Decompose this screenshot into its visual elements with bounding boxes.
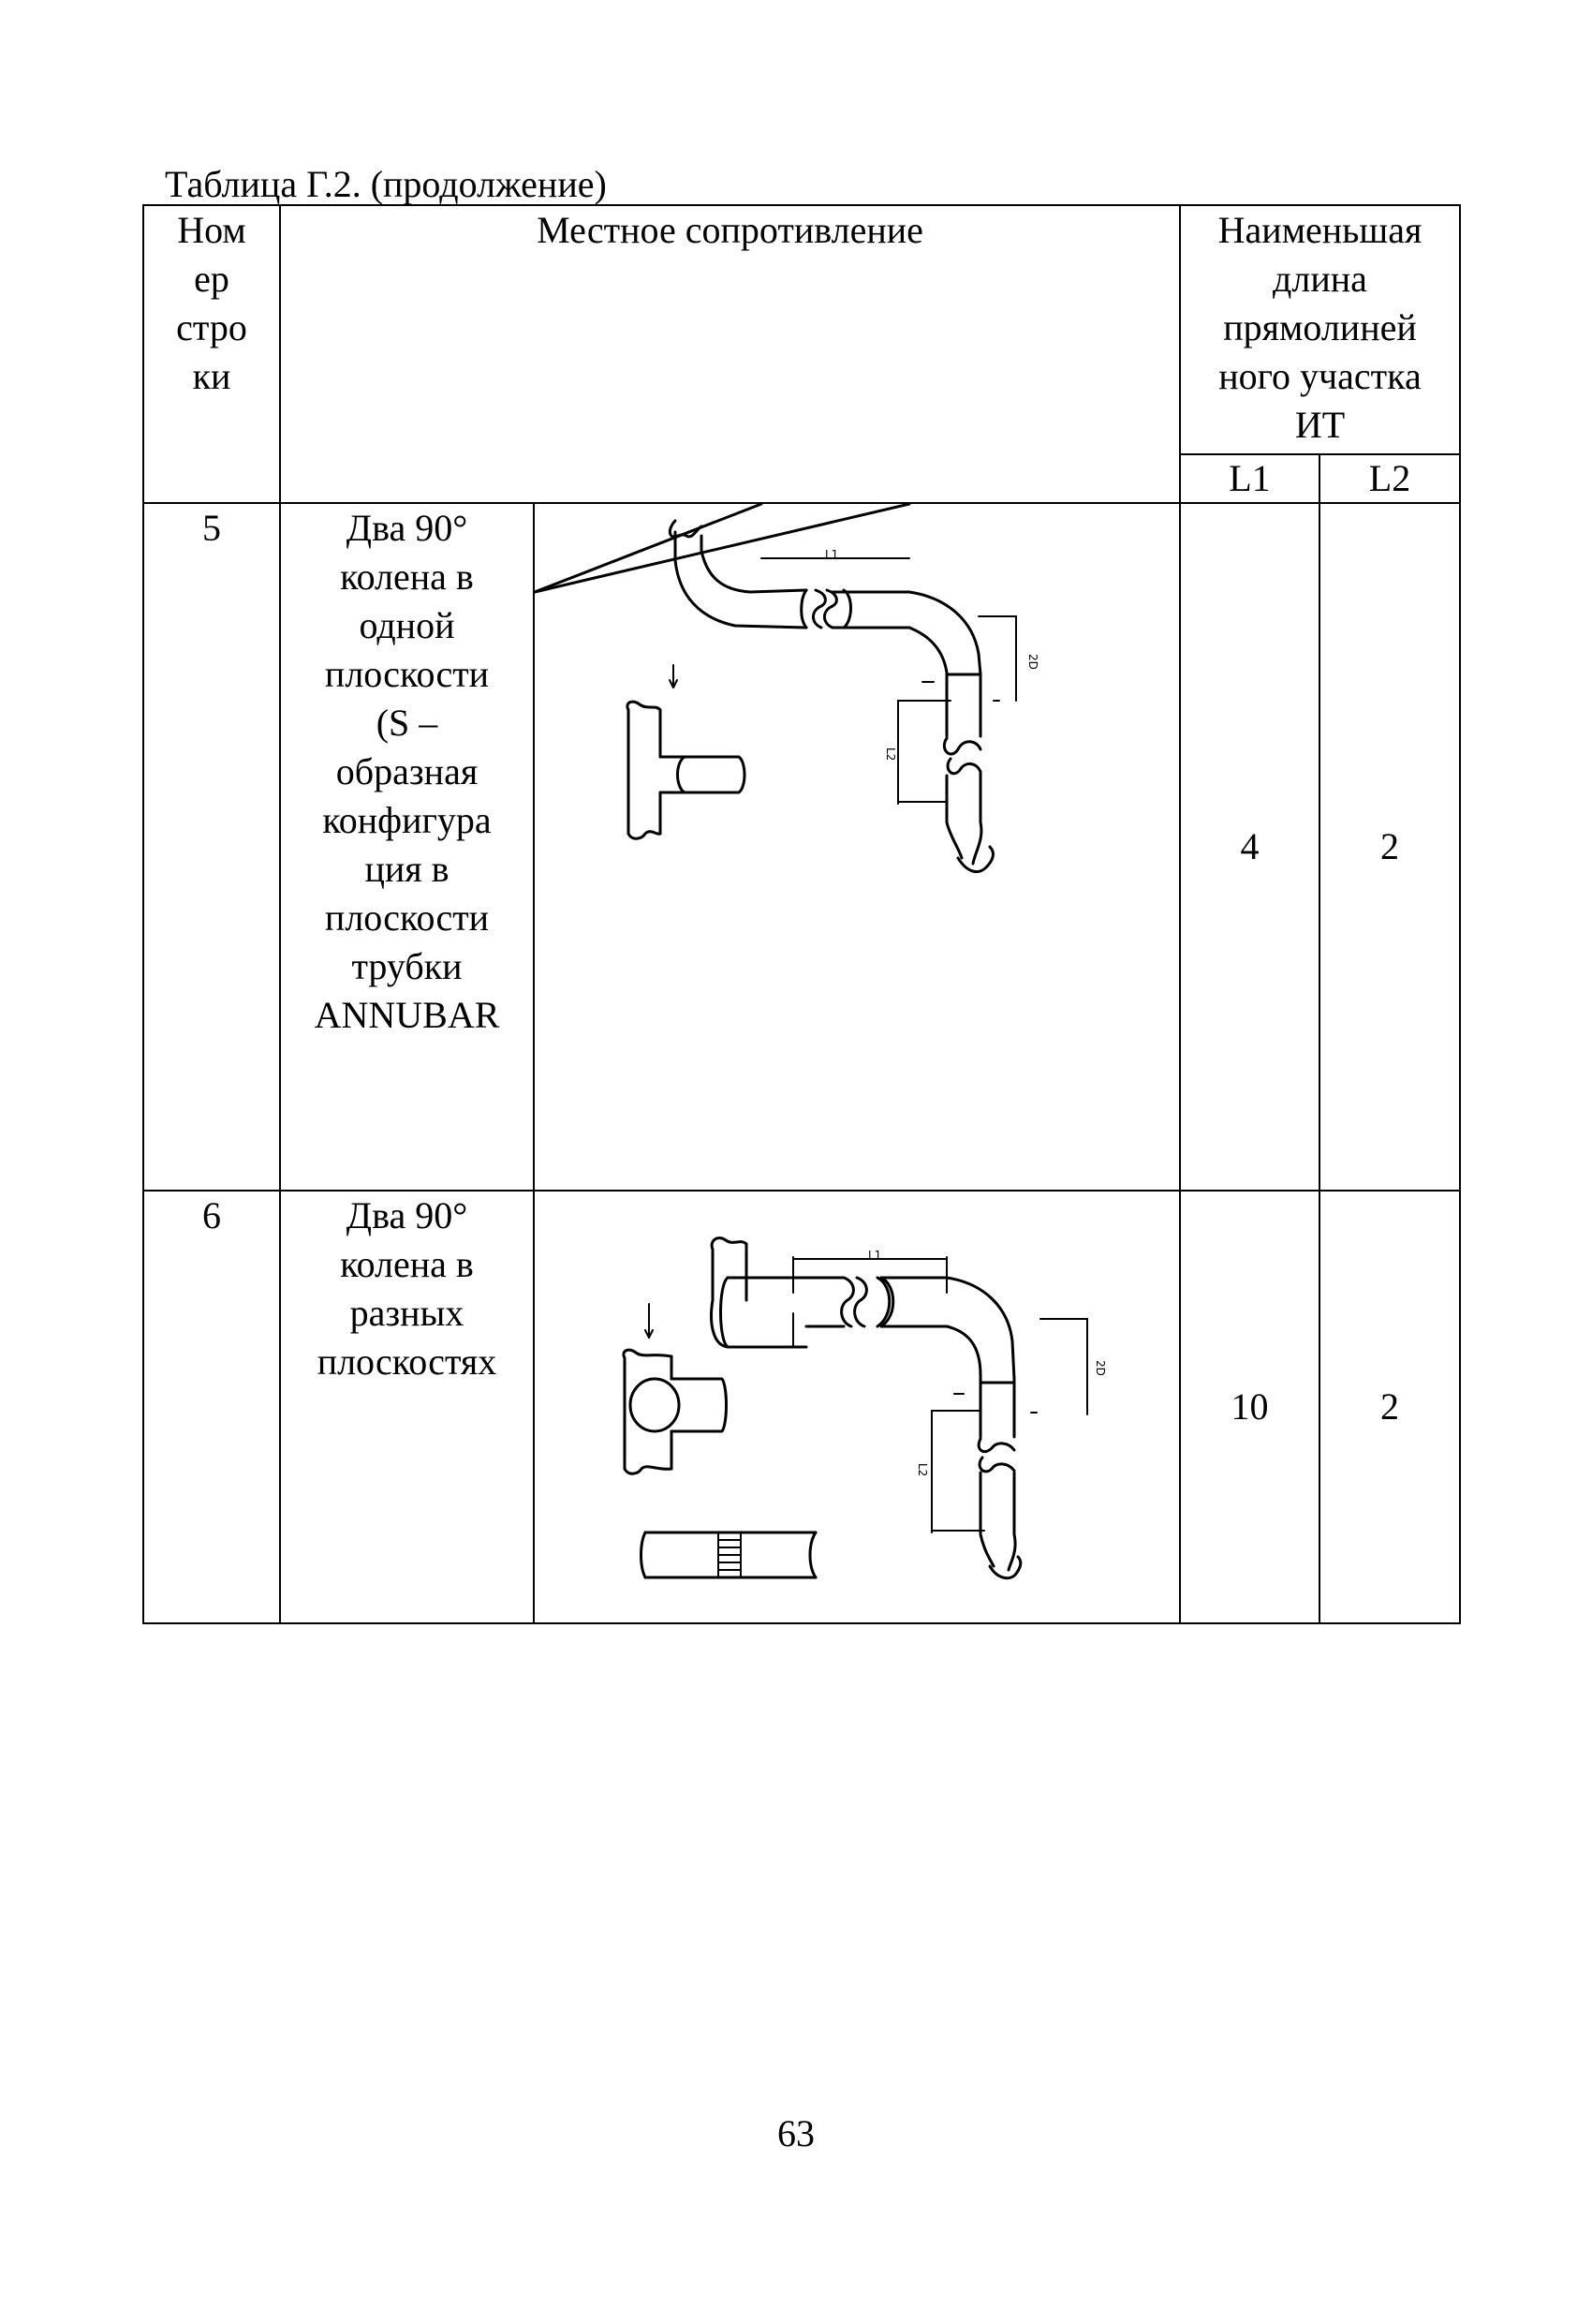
diagram-cell: L1 2D <box>533 502 1181 1192</box>
table-row: 5 Два 90° колена в одной плоскости (S – … <box>142 502 1461 1192</box>
l2-value: 2 <box>1319 502 1461 1192</box>
header-l1: L1 <box>1179 453 1320 504</box>
diagram-cell: L1 2D <box>533 1190 1181 1624</box>
s-bend-pipe-diagram: L1 2D <box>535 504 1039 874</box>
svg-text:2D: 2D <box>1026 654 1039 670</box>
svg-text:L1: L1 <box>868 1249 881 1262</box>
resistance-table: Ном ер стро ки Местное сопротивление Наи… <box>142 204 1461 1624</box>
resistance-name: Два 90° колена в разных плоскостях <box>279 1190 535 1624</box>
page-number: 63 <box>777 2112 815 2154</box>
row-number: 6 <box>142 1190 281 1624</box>
table-caption: Таблица Г.2. (продолжение) <box>165 163 607 205</box>
svg-text:L1: L1 <box>825 548 838 561</box>
table-row: 6 Два 90° колена в разных плоскостях L1 <box>142 1190 1461 1624</box>
header-local-resistance: Местное сопротивление <box>279 204 1181 504</box>
l1-value: 4 <box>1179 502 1320 1192</box>
svg-text:L2: L2 <box>916 1463 929 1476</box>
header-row-number: Ном ер стро ки <box>142 204 281 504</box>
l2-value: 2 <box>1319 1190 1461 1624</box>
header-l2: L2 <box>1319 453 1461 504</box>
out-of-plane-bends-pipe-diagram: L1 2D <box>622 1236 1107 1580</box>
row-number: 5 <box>142 502 281 1192</box>
resistance-name: Два 90° колена в одной плоскости (S – об… <box>279 502 535 1192</box>
header-min-straight-length: Наименьшая длина прямолиней ного участка… <box>1179 204 1461 455</box>
svg-text:L2: L2 <box>884 748 897 761</box>
l1-value: 10 <box>1179 1190 1320 1624</box>
svg-text:2D: 2D <box>1094 1360 1107 1376</box>
